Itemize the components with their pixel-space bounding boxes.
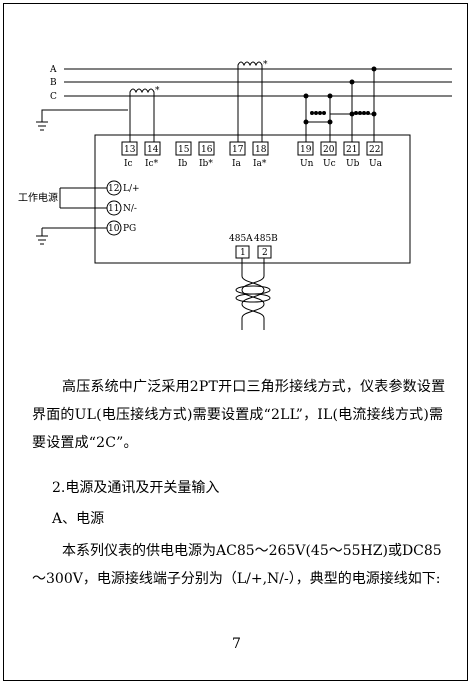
comm-terminal-1: 1: [240, 248, 246, 258]
terminal-label-ua: Ua: [369, 159, 383, 169]
section-heading-power-comm: 2.电源及通讯及开关量输入: [52, 480, 220, 496]
terminal-12: 12: [108, 184, 119, 194]
phase-label-c: C: [50, 92, 57, 102]
terminal-label-l: L/+: [123, 184, 140, 194]
pt-coils: [303, 66, 377, 125]
terminal-label-ic-star: Ic*: [145, 159, 159, 169]
terminal-22: 22: [369, 145, 380, 155]
phase-label-b: B: [50, 78, 57, 88]
ct-phase-c: [129, 88, 155, 145]
terminal-label-ia-star: Ia*: [253, 159, 267, 169]
phase-label-a: A: [49, 65, 57, 75]
terminal-17: 17: [232, 145, 244, 155]
terminal-14: 14: [147, 145, 159, 155]
terminal-19: 19: [300, 145, 312, 155]
terminal-10: 10: [108, 224, 120, 234]
power-supply-label: 工作电源: [18, 191, 58, 204]
meter-box: [94, 134, 411, 264]
pt-wiring: [305, 69, 375, 145]
ct-c-star: *: [155, 86, 160, 96]
terminal-label-uc: Uc: [323, 159, 336, 169]
terminal-label-ic: Ic: [124, 159, 133, 169]
terminal-13: 13: [124, 145, 136, 155]
terminal-18: 18: [255, 145, 267, 155]
terminal-21: 21: [346, 145, 357, 155]
paragraph-power-supply: 本系列仪表的供电电源为AC85～265V(45～55HZ)或DC85～300V，…: [32, 543, 442, 587]
terminal-label-n: N/-: [123, 204, 137, 214]
comm-terminal-2: 2: [262, 248, 268, 258]
terminal-11: 11: [108, 204, 119, 214]
page-border: [3, 3, 468, 681]
terminal-20: 20: [323, 145, 335, 155]
ct-a-star: *: [263, 60, 268, 70]
terminal-label-un: Un: [300, 159, 314, 169]
twisted-pair-cable: [235, 258, 271, 330]
terminal-16: 16: [201, 145, 213, 155]
comm-label-485a: 485A: [229, 234, 253, 244]
paragraph-2pt-wiring: 高压系统中广泛采用2PT开口三角形接线方式，仪表参数设置界面的UL(电压接线方式…: [32, 379, 446, 451]
wiring-diagram: A B C * *: [18, 60, 452, 330]
terminal-label-ib: Ib: [178, 159, 188, 169]
terminal-15: 15: [178, 145, 190, 155]
terminal-label-ib-star: Ib*: [199, 159, 213, 169]
subsection-heading-power: A、电源: [52, 511, 105, 527]
comm-label-485b: 485B: [254, 234, 278, 244]
top-terminals: 13 14 15 16 17 18 19 20 21 22 Ic Ic* Ib …: [121, 141, 383, 169]
page-number: 7: [232, 636, 241, 652]
terminal-label-ub: Ub: [346, 159, 360, 169]
power-terminals: [106, 180, 122, 236]
terminal-label-ia: Ia: [232, 159, 242, 169]
terminal-label-pg: PG: [123, 224, 136, 234]
ground-symbol-top: [36, 109, 128, 131]
ct-phase-a: [237, 61, 263, 145]
power-wiring: [36, 187, 107, 245]
